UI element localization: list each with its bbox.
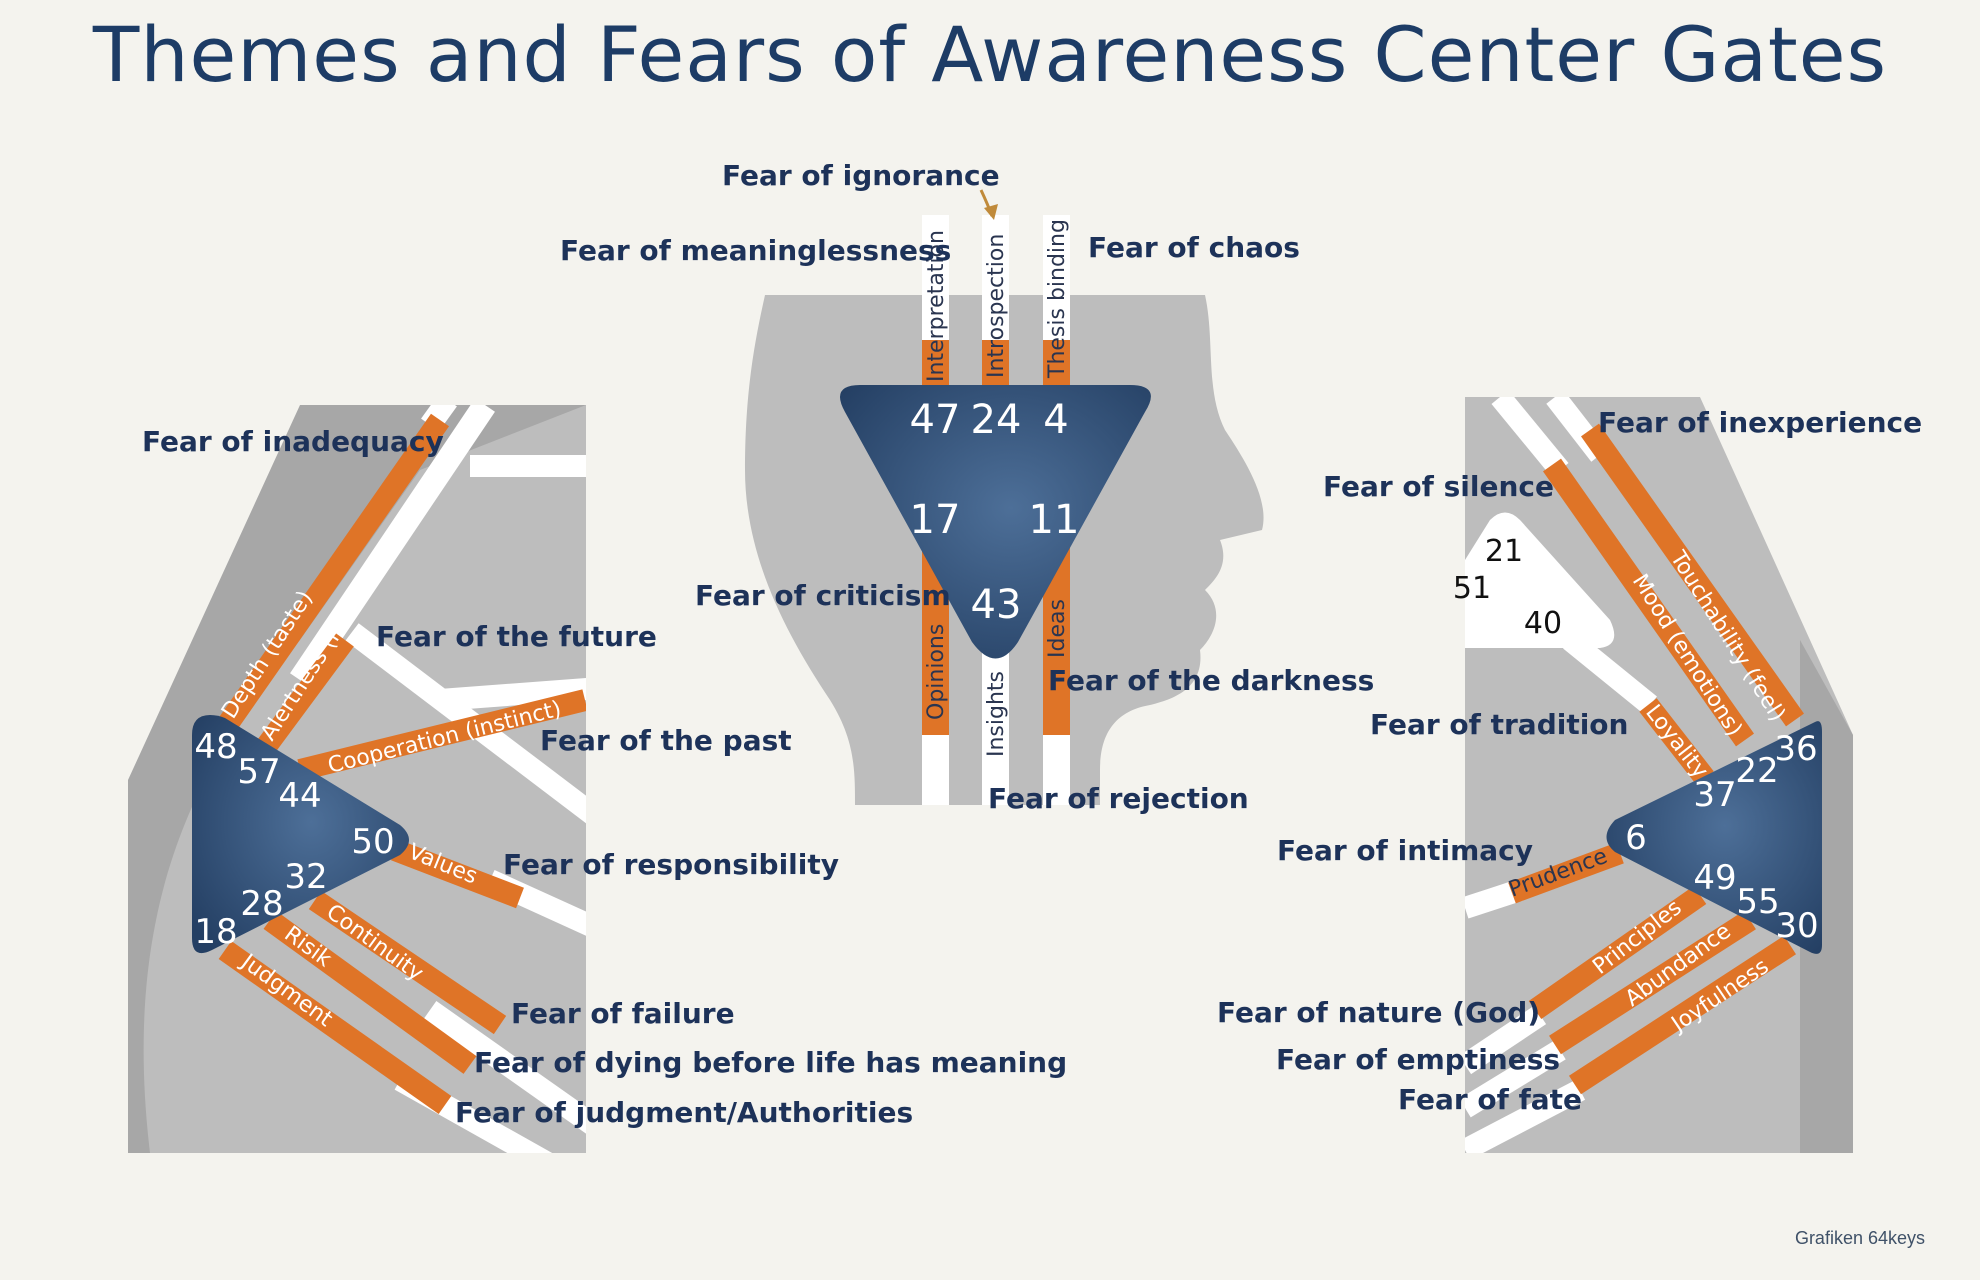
fear-failure: Fear of failure bbox=[511, 997, 735, 1030]
channel-interpretation: Interpretation bbox=[924, 230, 949, 382]
channel-introspection: Introspection bbox=[984, 234, 1009, 378]
ajna-col-5-white bbox=[982, 650, 1009, 805]
ajna-col-1-top bbox=[922, 215, 949, 340]
heart-center-triangle bbox=[1465, 512, 1615, 648]
credit-label: Grafiken 64keys bbox=[1794, 1228, 1925, 1248]
gate-22: 22 bbox=[1735, 751, 1778, 791]
spleen-channel-depth bbox=[215, 413, 450, 735]
ajna-panel bbox=[745, 189, 1264, 805]
sp-channel-touchability bbox=[1581, 423, 1804, 727]
spleen-white-line-4 bbox=[439, 678, 586, 711]
fear-ignorance: Fear of ignorance bbox=[722, 159, 1000, 192]
spleen-channel-values bbox=[391, 839, 524, 909]
spleen-channel-continuity bbox=[308, 890, 507, 1035]
gate-17: 17 bbox=[910, 497, 961, 543]
fear-tradition: Fear of tradition bbox=[1370, 708, 1628, 741]
ajna-col-3-orange bbox=[1043, 340, 1070, 385]
spleen-channel-judgment bbox=[218, 941, 452, 1114]
solar-plexus-panel bbox=[1465, 397, 1853, 1153]
page-title: Themes and Fears of Awareness Center Gat… bbox=[92, 10, 1888, 99]
ajna-col-2-orange bbox=[982, 340, 1009, 385]
spleen-white-line-6 bbox=[423, 1001, 586, 1134]
gate-36: 36 bbox=[1774, 729, 1817, 769]
gate-49: 49 bbox=[1693, 858, 1736, 898]
spleen-channel-cooperation bbox=[297, 689, 586, 781]
sp-white-line-1 bbox=[1491, 397, 1569, 477]
gate-4: 4 bbox=[1043, 397, 1068, 443]
sp-channel-prudence bbox=[1508, 842, 1624, 904]
spleen-center-triangle bbox=[192, 715, 409, 954]
fear-intimacy: Fear of intimacy bbox=[1277, 834, 1533, 867]
gate-11: 11 bbox=[1029, 497, 1080, 543]
gate-44: 44 bbox=[278, 776, 321, 816]
ajna-col-1-orange bbox=[922, 340, 949, 385]
gate-28: 28 bbox=[240, 884, 283, 924]
channel-insights: Insights bbox=[984, 671, 1009, 757]
gate-6: 6 bbox=[1625, 818, 1647, 858]
gate-57: 57 bbox=[237, 752, 280, 792]
fear-inadequacy: Fear of inadequacy bbox=[142, 425, 444, 458]
gate-51: 51 bbox=[1453, 571, 1491, 606]
gate-32: 32 bbox=[284, 857, 327, 897]
sp-white-line-7 bbox=[1465, 1080, 1586, 1153]
channel-thesis-binding: Thesis binding bbox=[1045, 219, 1070, 379]
ajna-col-3-top bbox=[1043, 215, 1070, 340]
sp-white-line-4 bbox=[1465, 879, 1524, 919]
gate-40: 40 bbox=[1524, 606, 1562, 641]
gate-48: 48 bbox=[194, 727, 237, 767]
fear-past: Fear of the past bbox=[540, 724, 792, 757]
sp-channel-abundance bbox=[1549, 910, 1756, 1055]
sp-channel-loyality bbox=[1639, 698, 1714, 785]
gate-18: 18 bbox=[194, 912, 237, 952]
spleen-channel-alertness bbox=[253, 633, 354, 759]
fear-criticism: Fear of criticism bbox=[695, 579, 951, 612]
spleen-white-line-1 bbox=[290, 405, 495, 687]
sp-white-line-3 bbox=[1563, 631, 1657, 714]
fear-inexperience: Fear of inexperience bbox=[1598, 406, 1922, 439]
sp-channel-joyfulness bbox=[1568, 935, 1797, 1095]
fear-fate: Fear of fate bbox=[1398, 1083, 1582, 1116]
gate-24: 24 bbox=[971, 397, 1022, 443]
arrow-icon bbox=[984, 204, 998, 220]
gate-47: 47 bbox=[910, 397, 961, 443]
gate-50: 50 bbox=[351, 822, 394, 862]
gate-43: 43 bbox=[971, 582, 1022, 628]
sp-channel-mood bbox=[1542, 458, 1755, 747]
gate-55: 55 bbox=[1736, 882, 1779, 922]
gate-21: 21 bbox=[1485, 534, 1523, 569]
fear-responsibility: Fear of responsibility bbox=[503, 848, 839, 881]
sp-white-line-6 bbox=[1465, 1040, 1566, 1118]
channel-opinions: Opinions bbox=[924, 624, 949, 720]
sp-center-triangle bbox=[1606, 721, 1822, 954]
sp-white-line-5 bbox=[1465, 1005, 1547, 1075]
fear-darkness: Fear of the darkness bbox=[1048, 664, 1374, 697]
sp-channel-principles bbox=[1528, 885, 1707, 1020]
fear-future: Fear of the future bbox=[376, 620, 657, 653]
ajna-col-6-white bbox=[1043, 735, 1070, 805]
fear-silence: Fear of silence bbox=[1323, 470, 1554, 503]
ajna-col-2-top bbox=[982, 215, 1009, 340]
fear-emptiness: Fear of emptiness bbox=[1276, 1043, 1560, 1076]
gate-37: 37 bbox=[1693, 775, 1736, 815]
ajna-center-triangle bbox=[840, 385, 1151, 659]
gate-30: 30 bbox=[1775, 906, 1818, 946]
fear-judgment: Fear of judgment/Authorities bbox=[455, 1096, 913, 1129]
fear-rejection: Fear of rejection bbox=[988, 782, 1249, 815]
ajna-col-4-white bbox=[922, 735, 949, 805]
fear-nature: Fear of nature (God) bbox=[1217, 996, 1540, 1029]
spleen-channel-risik bbox=[263, 911, 477, 1074]
spleen-panel bbox=[128, 405, 586, 1153]
fear-chaos: Fear of chaos bbox=[1088, 231, 1300, 264]
fear-dying: Fear of dying before life has meaning bbox=[474, 1046, 1067, 1079]
fear-meaninglessness: Fear of meaninglessness bbox=[560, 234, 951, 267]
channel-ideas: Ideas bbox=[1045, 599, 1070, 658]
